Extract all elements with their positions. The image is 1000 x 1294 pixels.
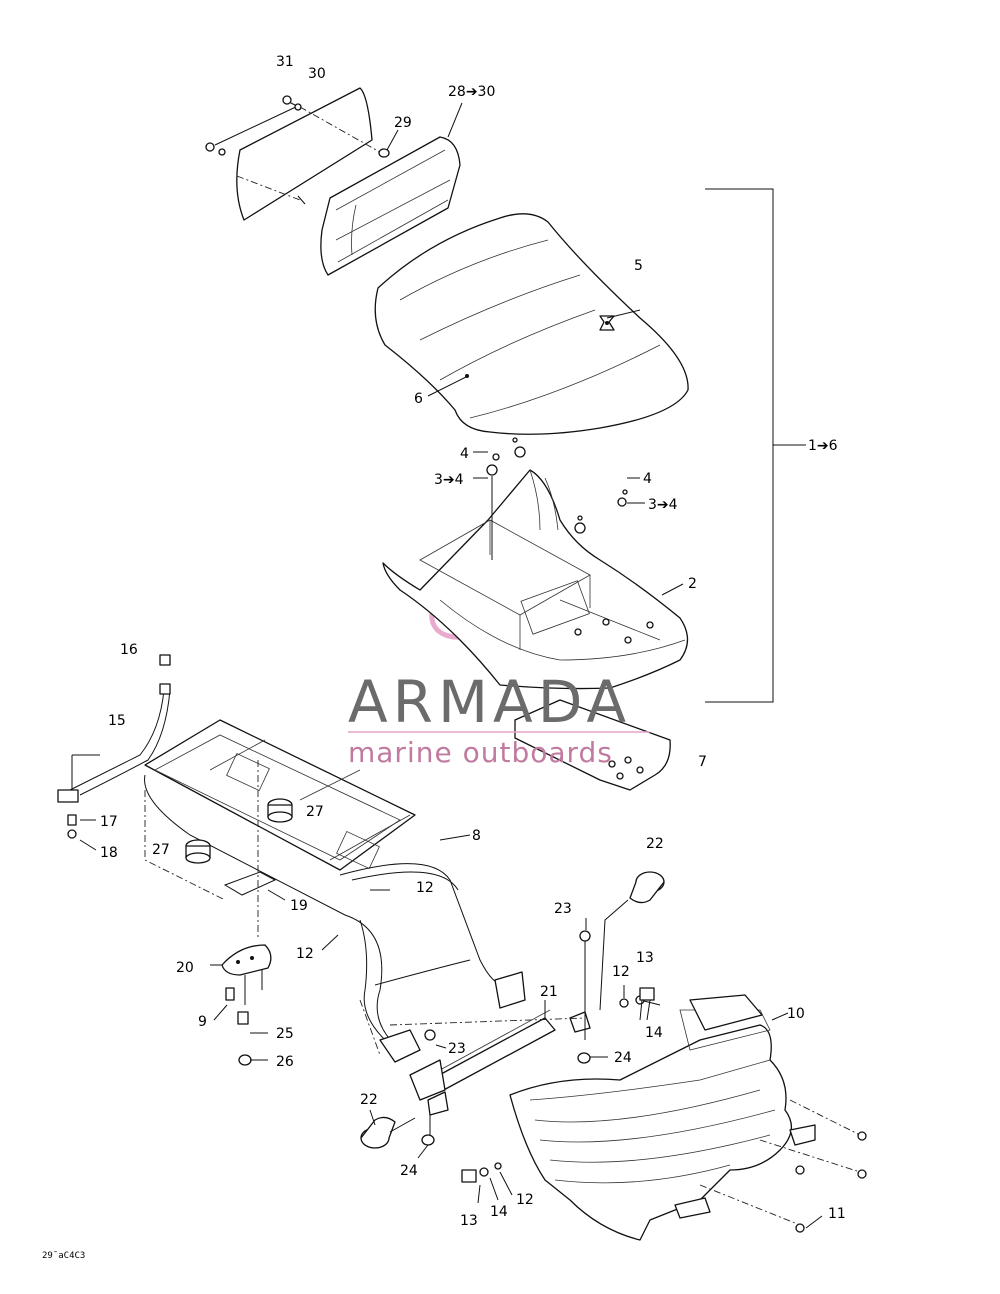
backrest-plate	[236, 87, 373, 221]
callout-18: 18	[100, 845, 118, 861]
callout-26: 26	[276, 1054, 294, 1070]
callout-6: 6	[414, 391, 423, 407]
callout-20: 20	[176, 960, 194, 976]
callout-19: 19	[290, 898, 308, 914]
callout-24b: 24	[400, 1163, 418, 1179]
callout-13a: 13	[636, 950, 654, 966]
callout-1-6: 1➔6	[808, 438, 838, 454]
callout-29: 29	[394, 115, 412, 131]
drawing-code: 29¯aC4C3	[42, 1251, 85, 1261]
callout-14b: 14	[490, 1204, 508, 1220]
seat-base-mounting-nuts	[486, 437, 654, 644]
callout-11: 11	[828, 1206, 846, 1222]
callout-25: 25	[276, 1026, 294, 1042]
callout-16: 16	[120, 642, 138, 658]
callout-14a: 14	[645, 1025, 663, 1041]
callout-31: 31	[276, 54, 294, 70]
callout-13b: 13	[460, 1213, 478, 1229]
reinforcement-plate	[514, 699, 671, 791]
callout-labels: 31 30 28➔30 29 5 6 1➔6 4 3➔4 4 3➔4 2 7 1…	[100, 54, 846, 1229]
seat-base	[382, 437, 689, 690]
callout-7: 7	[698, 754, 707, 770]
callout-12b: 12	[296, 946, 314, 962]
callout-4a: 4	[460, 446, 469, 462]
backrest-group	[205, 87, 461, 276]
callout-21: 21	[540, 984, 558, 1000]
rubber-bumper	[185, 798, 293, 864]
latch-assembly	[144, 760, 277, 1066]
callout-28-30: 28➔30	[448, 84, 495, 100]
callout-30: 30	[308, 66, 326, 82]
callout-27b: 27	[152, 842, 170, 858]
backrest-screw	[205, 95, 390, 205]
seat-frame	[144, 719, 526, 1063]
storage-tub	[461, 987, 867, 1241]
watermark-text: ARMADA marine outboards	[348, 668, 650, 769]
leader-lines	[79, 102, 823, 1229]
callout-12c: 12	[612, 964, 630, 980]
callout-4b: 4	[643, 471, 652, 487]
callout-15: 15	[108, 713, 126, 729]
callout-3-4b: 3➔4	[648, 497, 678, 513]
callout-5: 5	[634, 258, 643, 274]
callout-12d: 12	[516, 1192, 534, 1208]
seat-cushion	[374, 213, 689, 435]
watermark-brand: ARMADA	[348, 668, 631, 736]
callout-22b: 22	[360, 1092, 378, 1108]
watermark-tagline: marine outboards	[348, 736, 613, 769]
mounting-rail	[359, 899, 629, 1146]
callout-9: 9	[198, 1014, 207, 1030]
callout-8: 8	[472, 828, 481, 844]
callout-23b: 23	[448, 1041, 466, 1057]
latch-cable	[57, 654, 171, 839]
callout-22a: 22	[646, 836, 664, 852]
callout-23a: 23	[554, 901, 572, 917]
grommet	[360, 871, 665, 1149]
callout-3-4a: 3➔4	[434, 472, 464, 488]
backrest-cushion	[320, 136, 461, 276]
callout-24a: 24	[614, 1050, 632, 1066]
callout-27a: 27	[306, 804, 324, 820]
callout-2: 2	[688, 576, 697, 592]
assembly-bracket	[705, 188, 806, 703]
callout-10: 10	[787, 1006, 805, 1022]
callout-12a: 12	[416, 880, 434, 896]
seat-cover	[374, 213, 689, 435]
callout-17: 17	[100, 814, 118, 830]
